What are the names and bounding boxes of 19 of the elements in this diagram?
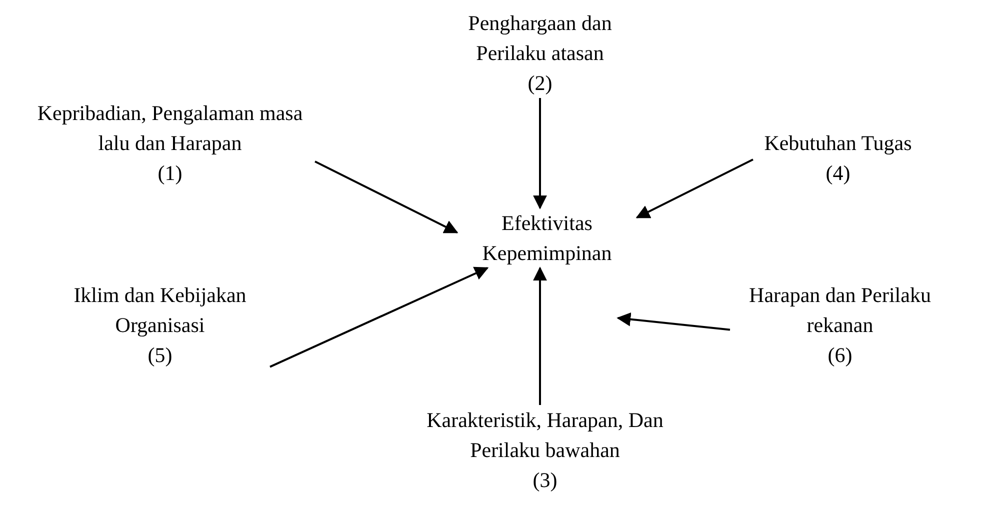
arrow bbox=[270, 266, 489, 368]
arrow bbox=[533, 98, 547, 210]
arrow bbox=[533, 266, 547, 405]
node-label: (6) bbox=[826, 342, 854, 369]
node-label: (5) bbox=[146, 342, 174, 369]
node-label: (4) bbox=[824, 160, 852, 187]
node-label: (1) bbox=[156, 160, 184, 187]
arrow bbox=[314, 160, 458, 234]
node-label: (2) bbox=[526, 70, 554, 97]
node-label: Iklim dan Kebijakan Organisasi bbox=[72, 282, 248, 339]
arrow bbox=[636, 158, 754, 218]
node-label: (3) bbox=[532, 467, 558, 494]
arrow bbox=[616, 312, 730, 331]
node-label: Kebutuhan Tugas bbox=[763, 130, 913, 157]
node-label: Penghargaan dan Perilaku atasan bbox=[467, 10, 613, 67]
node-label: Kepribadian, Pengalaman masa lalu dan Harapan bbox=[36, 100, 304, 157]
node-label: Efektivitas Kepemimpinan bbox=[481, 210, 613, 267]
node-label: Harapan dan Perilaku rekanan bbox=[748, 282, 932, 339]
node-label: Karakteristik, Harapan, Dan Perilaku bawahan bbox=[426, 407, 664, 464]
